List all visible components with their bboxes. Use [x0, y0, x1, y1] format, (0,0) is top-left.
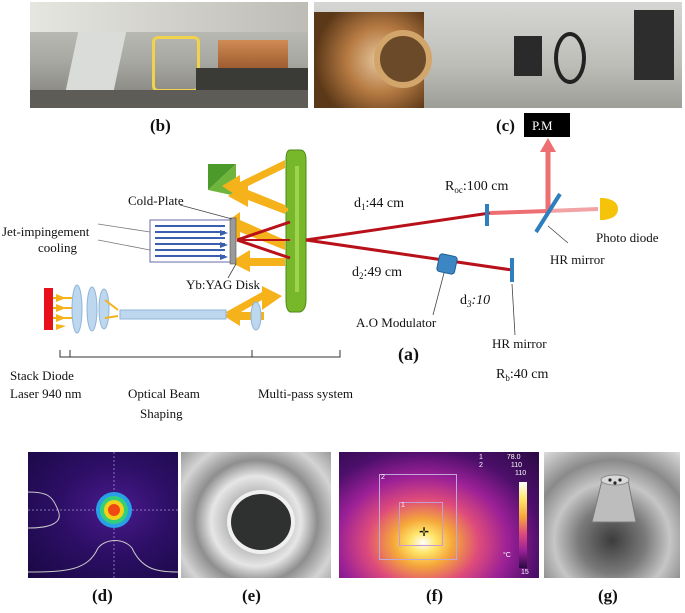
roi-box-2-label: 2	[381, 474, 385, 481]
caption-d: (d)	[92, 586, 113, 605]
legend-max: 78.0	[506, 454, 521, 461]
hr-mirror-top	[534, 192, 562, 234]
label-multipass: Multi-pass system	[258, 386, 353, 401]
label-stack-line2: Laser 940 nm	[10, 386, 81, 401]
caption-f: (f)	[426, 586, 443, 605]
photo-b-disk-module	[30, 2, 308, 108]
thermal-unit: °C	[503, 552, 511, 559]
label-hr-mirror-1: HR mirror	[550, 252, 605, 267]
thermal-scale-min: 15	[521, 569, 529, 576]
stack-diode-laser	[44, 288, 53, 330]
caption-e: (e)	[242, 586, 261, 605]
crosshair-icon: ✛	[419, 525, 430, 539]
roi-box-1	[399, 502, 443, 546]
beam-shaping-lenses	[71, 284, 110, 334]
label-ao-modulator: A.O Modulator	[356, 315, 437, 330]
bracket-stack-diode	[59, 350, 71, 358]
photo-diode	[600, 198, 618, 220]
bracket-optical-beam-shaping	[69, 350, 253, 358]
label-rb: Rb:40 cm	[496, 367, 548, 383]
label-disk: Yb:YAG Disk	[186, 277, 261, 292]
label-d3: d3:10	[460, 293, 490, 309]
caption-a: (a)	[398, 344, 419, 365]
power-meter-box	[524, 113, 570, 137]
label-pm: P.M	[532, 118, 553, 133]
legend-v2: 110	[515, 470, 527, 477]
hr-mirror-bottom	[510, 258, 514, 282]
thermal-colorbar	[519, 482, 527, 568]
label-jet-line1: Jet-impingement	[2, 224, 90, 239]
roi-box-2	[379, 474, 457, 560]
roi-box-1-label: 1	[401, 502, 405, 509]
legend-item-2: 2	[479, 462, 483, 469]
caption-g: (g)	[598, 586, 618, 605]
caption-b: (b)	[150, 116, 171, 135]
pump-lens	[250, 301, 262, 331]
photo-f-thermal-image: 2 1 ✛ 1 78.0 2 110 110 °C 15	[339, 452, 539, 578]
bracket-multipass	[251, 350, 341, 358]
laser-beams	[236, 211, 513, 272]
label-d1: d1:44 cm	[354, 196, 404, 212]
label-roc: Roc:100 cm	[445, 179, 508, 195]
thermal-legend: 1 78.0 2 110 110	[479, 454, 537, 478]
photo-e-disk-holder	[181, 452, 331, 578]
label-d2: d2:49 cm	[352, 265, 402, 281]
label-obs-line2: Shaping	[140, 406, 183, 421]
label-photo-diode: Photo diode	[596, 230, 659, 245]
homogenizer-rod	[119, 309, 227, 320]
output-coupler	[485, 204, 489, 226]
caption-c: (c)	[496, 116, 515, 135]
label-hr-mirror-2: HR mirror	[492, 336, 547, 351]
cold-plate-assembly	[149, 217, 237, 265]
ao-modulator	[436, 253, 458, 275]
label-stack-line1: Stack Diode	[10, 368, 74, 383]
label-obs-line1: Optical Beam	[128, 386, 200, 401]
photo-d-beam-profile	[28, 452, 178, 578]
label-jet-line2: cooling	[38, 240, 77, 255]
legend-v1: 110	[510, 462, 523, 469]
photo-c-cooling-setup	[314, 2, 682, 108]
label-cold-plate: Cold-Plate	[128, 193, 184, 208]
photo-g-jet-nozzle	[544, 452, 680, 578]
legend-item-1: 1	[479, 454, 483, 461]
